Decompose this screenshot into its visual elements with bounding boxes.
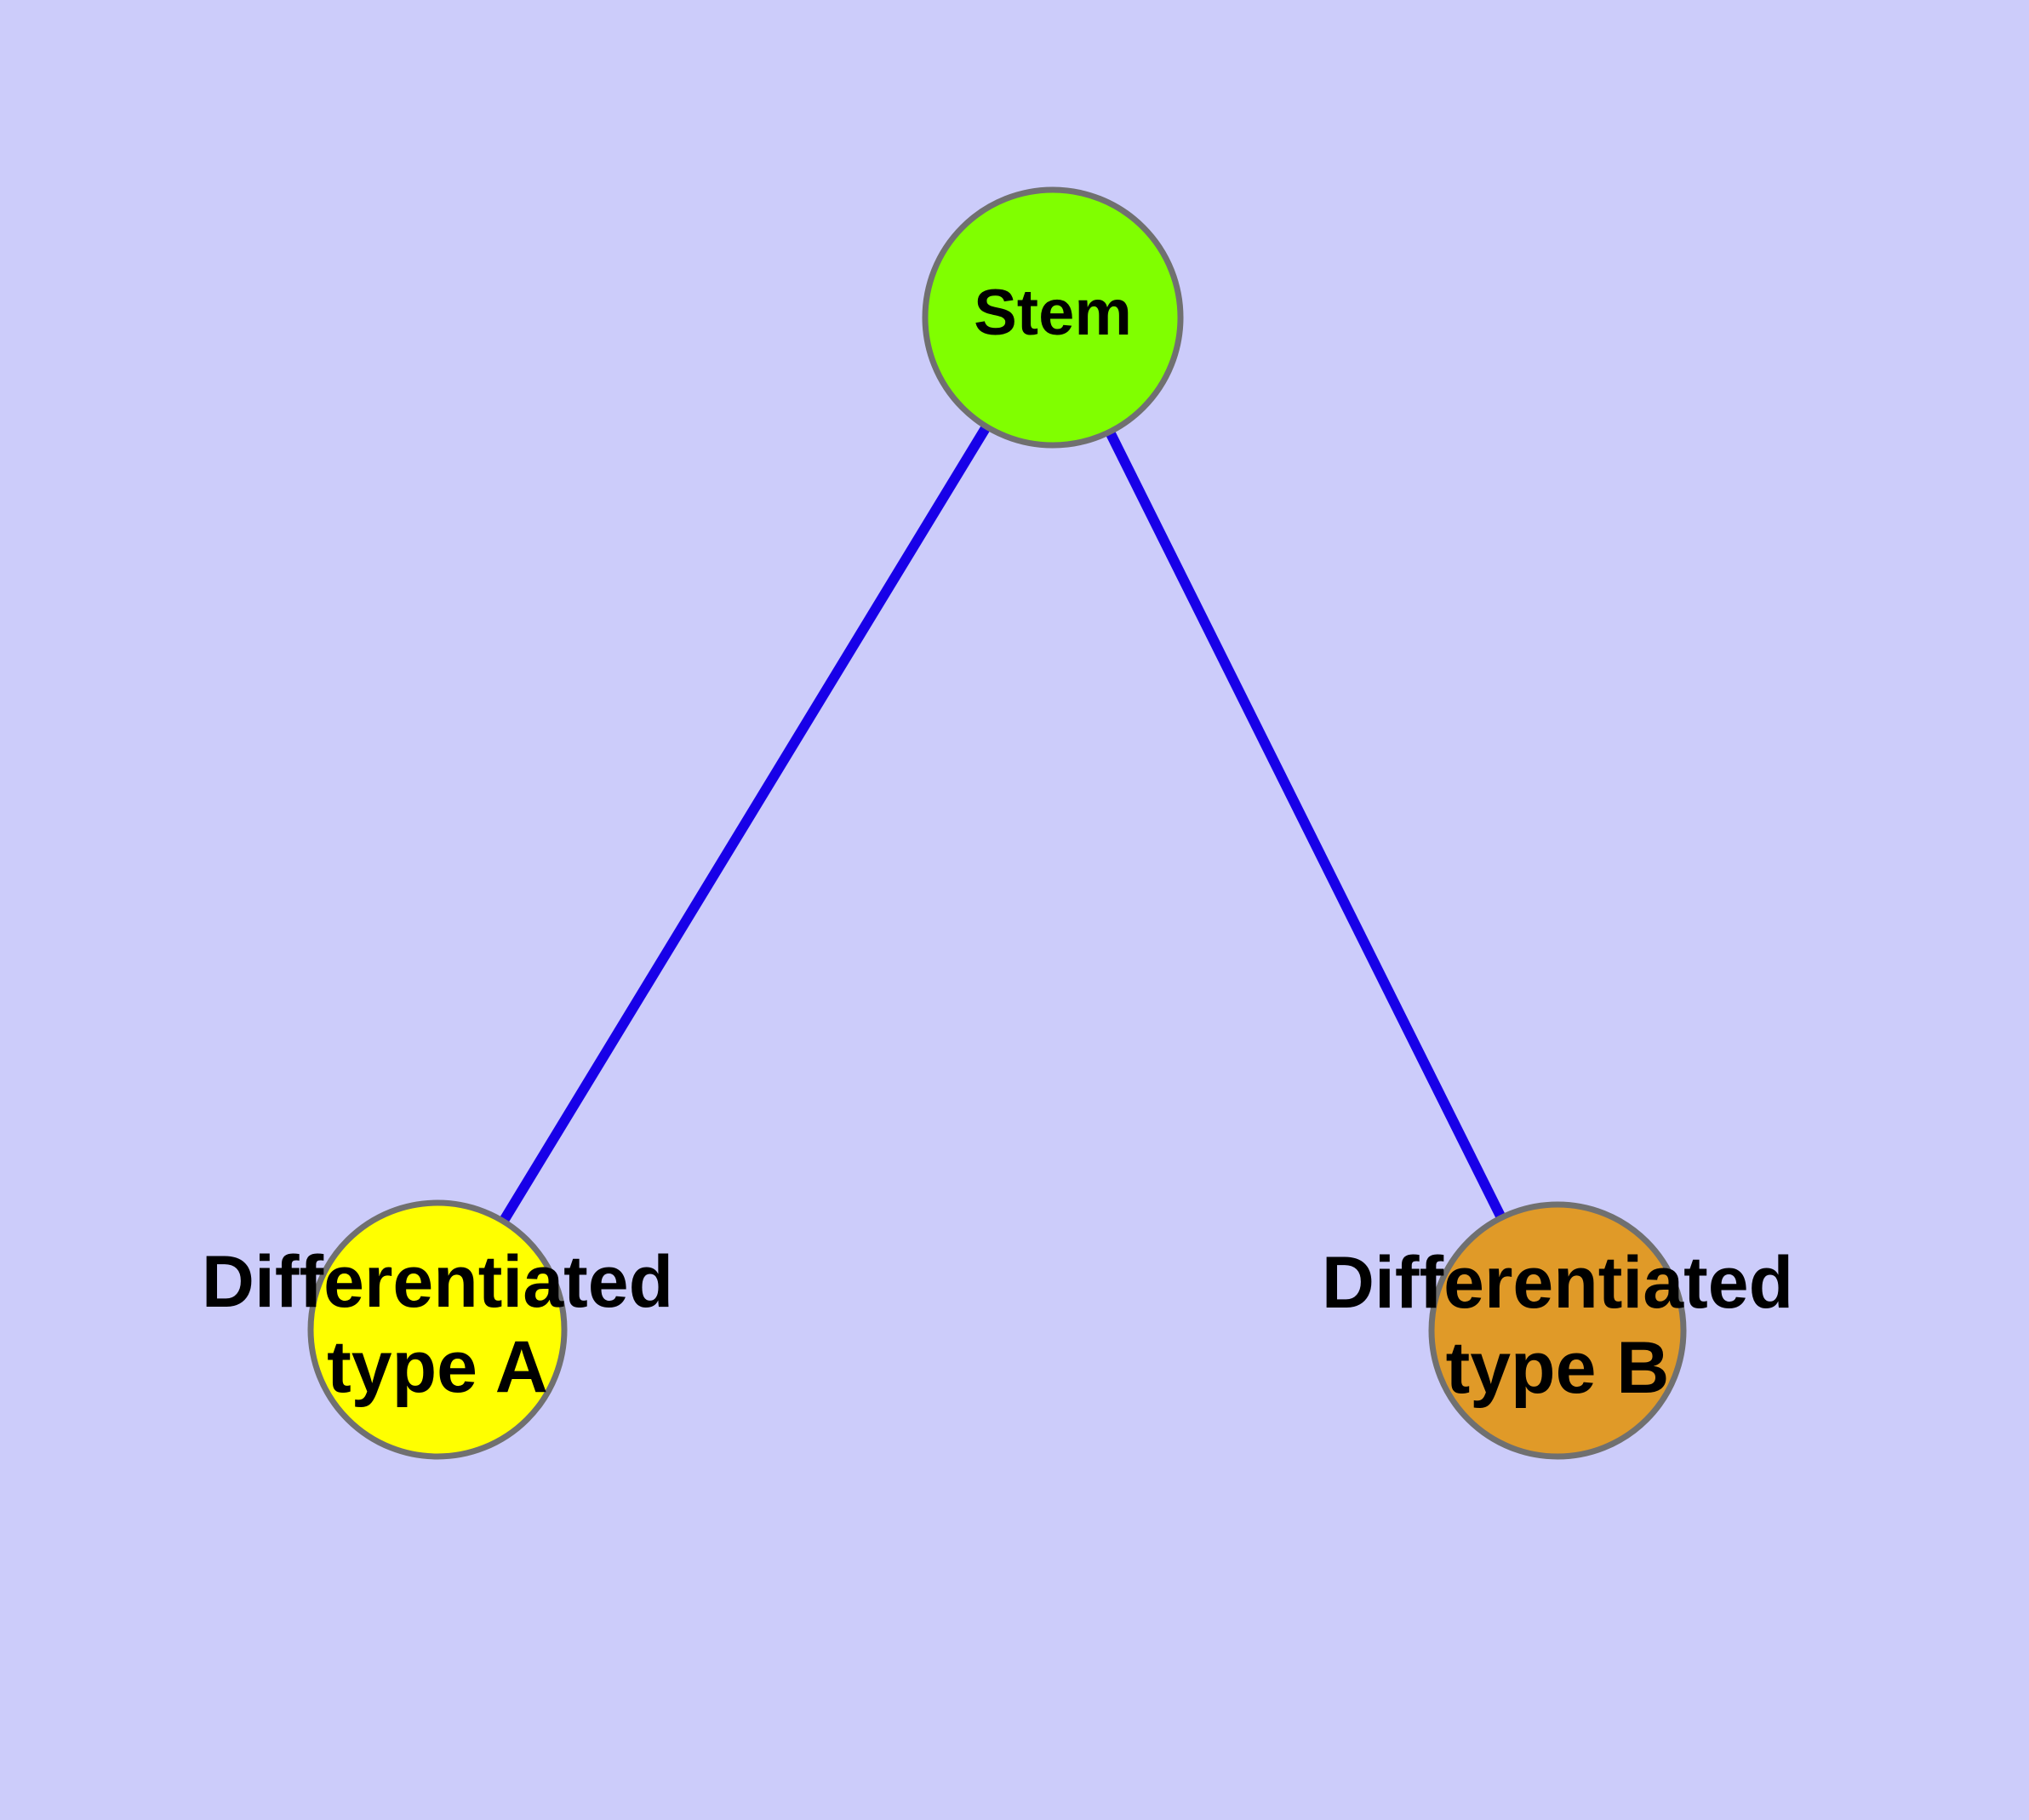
node-differentiated-type-b[interactable] <box>1428 1201 1687 1460</box>
node-differentiated-type-a[interactable] <box>307 1199 568 1460</box>
edge-stem-to-differentiated-a[interactable] <box>432 314 1058 1333</box>
label-line: Differentiated <box>1322 1242 1793 1324</box>
node-differentiated-type-a-circle[interactable] <box>307 1199 568 1460</box>
node-differentiated-type-b-circle[interactable] <box>1428 1201 1687 1460</box>
node-stem[interactable] <box>922 186 1184 449</box>
nodes-layer <box>307 186 1687 1460</box>
label-line: Differentiated <box>202 1241 673 1323</box>
edges-layer <box>432 314 1563 1333</box>
label-line: Stem <box>974 277 1132 349</box>
node-stem-label: Stem <box>974 277 1132 349</box>
label-line: type B <box>1446 1327 1670 1409</box>
edge-stem-to-differentiated-b[interactable] <box>1048 315 1563 1333</box>
node-stem-circle[interactable] <box>922 186 1184 449</box>
label-line: type A <box>327 1326 548 1408</box>
